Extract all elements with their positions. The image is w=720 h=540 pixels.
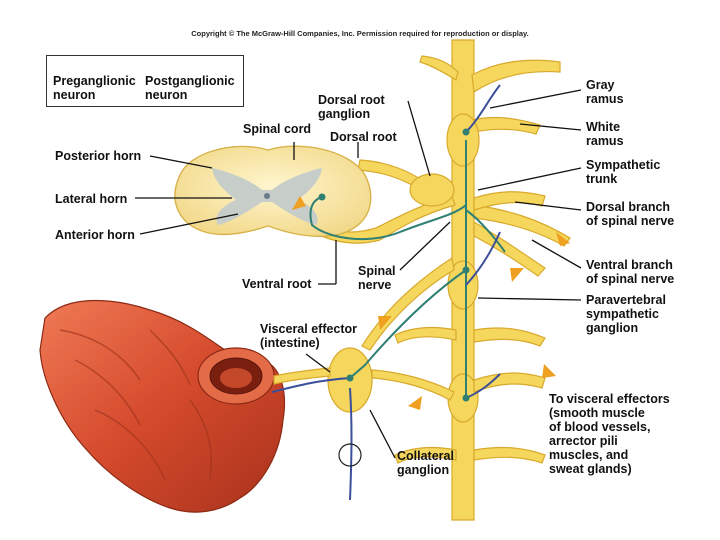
label-spinal-cord: Spinal cord — [243, 122, 312, 136]
collateral-focus-circle — [338, 443, 362, 467]
legend: Preganglionic neuron Postganglionic neur… — [46, 55, 244, 107]
neuron-cell-bodies — [318, 128, 470, 402]
postganglionic-neuron-paths — [271, 84, 501, 501]
direction-arrows — [292, 196, 570, 410]
label-gray-ramus: Gray ramus — [586, 78, 624, 106]
label-white-ramus: White ramus — [586, 120, 624, 148]
copyright-notice: Copyright © The McGraw-Hill Companies, I… — [191, 29, 529, 38]
legend-postganglionic: Postganglionic neuron — [145, 74, 235, 102]
label-dorsal-branch: Dorsal branch of spinal nerve — [586, 200, 675, 228]
label-spinal-nerve: Spinal nerve — [358, 264, 396, 292]
label-ventral-branch: Ventral branch of spinal nerve — [586, 258, 675, 286]
label-to-visceral-effectors: To visceral effectors (smooth muscle of … — [549, 392, 670, 476]
label-paravertebral-ganglion: Paravertebral sympathetic ganglion — [586, 293, 666, 335]
label-posterior-horn: Posterior horn — [55, 149, 142, 163]
label-lateral-horn: Lateral horn — [55, 192, 128, 206]
label-visceral-effector: Visceral effector (intestine) — [260, 322, 358, 350]
spinal-cord — [174, 145, 372, 238]
intestine — [39, 300, 286, 513]
label-ventral-root: Ventral root — [242, 277, 312, 291]
dorsal-root-ganglion-shape — [409, 173, 455, 207]
label-sympathetic-trunk: Sympathetic trunk — [586, 158, 661, 186]
label-dorsal-root-ganglion: Dorsal root ganglion — [318, 93, 385, 121]
legend-preganglionic: Preganglionic neuron — [53, 74, 136, 102]
label-anterior-horn: Anterior horn — [55, 228, 135, 242]
label-collateral-ganglion: Collateral ganglion — [397, 449, 454, 477]
preganglionic-neuron-paths — [309, 140, 506, 398]
leader-lines — [135, 89, 582, 459]
label-dorsal-root: Dorsal root — [330, 130, 397, 144]
